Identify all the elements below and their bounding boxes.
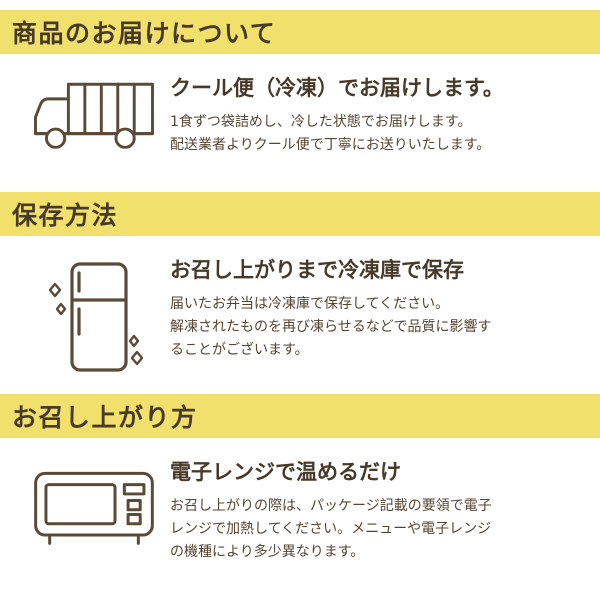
delivery-heading: クール便（冷凍）でお届けします。 [170, 76, 504, 100]
section-content: クール便（冷凍）でお届けします。 1食ずつ袋詰めし、冷した状態でお届けします。 … [0, 54, 600, 192]
section-text: 電子レンジで温めるだけ お召し上がりの際は、パッケージ記載の要領で電子レンジで加… [170, 458, 580, 586]
section-text: お召し上がりまで冷凍庫で保存 届いたお弁当は冷凍庫で保存してください。 解凍され… [170, 256, 580, 384]
section-content: お召し上がりまで冷凍庫で保存 届いたお弁当は冷凍庫で保存してください。 解凍され… [0, 236, 600, 394]
section-title: お召し上がり方 [12, 403, 198, 432]
section-header-storage: 保存方法 [0, 192, 600, 236]
microwave-icon [18, 458, 170, 586]
how-to-eat-body: お召し上がりの際は、パッケージ記載の要領で電子レンジで加熱してください。メニュー… [170, 498, 492, 560]
section-header-delivery: 商品のお届けについて [0, 10, 600, 54]
storage-heading: お召し上がりまで冷凍庫で保存 [170, 258, 464, 282]
section-delivery: 商品のお届けについて [0, 10, 600, 192]
storage-body: 届いたお弁当は冷凍庫で保存してください。 解凍されたものを再び凍らせるなどで品質… [170, 296, 492, 358]
section-storage: 保存方法 お召し上がりまで冷凍庫で保存 [0, 192, 600, 394]
delivery-body: 1食ずつ袋詰めし、冷した状態でお届けします。 配送業者よりクール便で丁寧にお送り… [170, 114, 491, 153]
refrigerator-icon [18, 256, 170, 384]
section-text: クール便（冷凍）でお届けします。 1食ずつ袋詰めし、冷した状態でお届けします。 … [170, 74, 580, 182]
truck-icon [18, 74, 170, 182]
section-header-how-to-eat: お召し上がり方 [0, 394, 600, 438]
section-title: 保存方法 [12, 201, 119, 230]
how-to-eat-heading: 電子レンジで温めるだけ [170, 460, 401, 484]
section-title: 商品のお届けについて [12, 19, 277, 48]
section-content: 電子レンジで温めるだけ お召し上がりの際は、パッケージ記載の要領で電子レンジで加… [0, 438, 600, 596]
section-how-to-eat: お召し上がり方 電子レンジで温めるだけ [0, 394, 600, 596]
